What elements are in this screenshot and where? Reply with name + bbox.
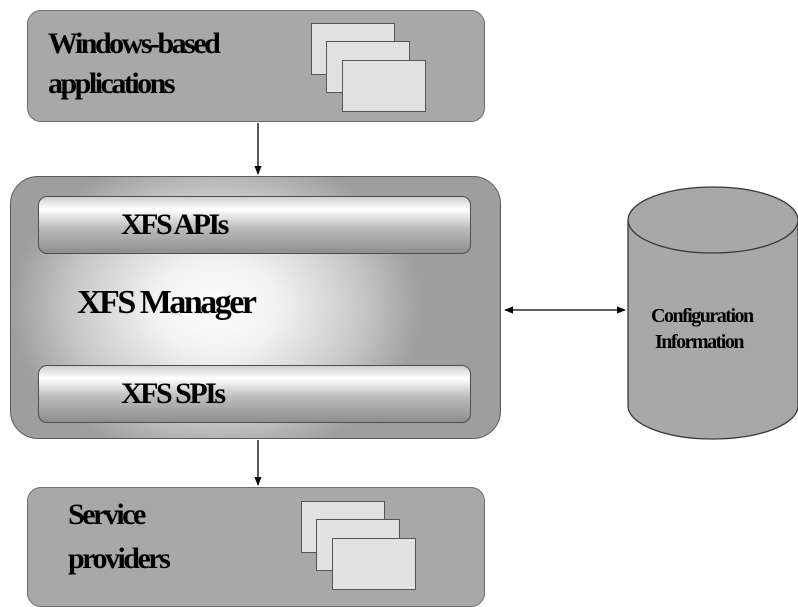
configuration-label-line1: Configuration xyxy=(651,305,754,327)
applications-label-line2: applications xyxy=(48,67,176,100)
xfs-manager-title: XFS Manager xyxy=(77,284,257,321)
xfs-apis-label: XFS APIs xyxy=(121,208,229,241)
applications-label-line1: Windows-based xyxy=(48,27,221,60)
service-providers-box: Service providers xyxy=(27,487,485,607)
xfs-manager-box: XFS APIs XFS Manager XFS SPIs xyxy=(10,176,501,439)
service-providers-label-line1: Service xyxy=(68,498,146,531)
applications-box: Windows-based applications xyxy=(27,10,485,122)
xfs-spis-bar: XFS SPIs xyxy=(38,365,471,423)
provider-stack-icon-front xyxy=(332,538,416,590)
service-providers-label-line2: providers xyxy=(68,542,171,575)
xfs-apis-bar: XFS APIs xyxy=(38,196,471,254)
configuration-label-line2: Information xyxy=(655,331,744,353)
xfs-spis-label: XFS SPIs xyxy=(121,377,226,410)
window-stack-icon-front xyxy=(342,60,426,112)
configuration-database-icon xyxy=(627,186,798,440)
